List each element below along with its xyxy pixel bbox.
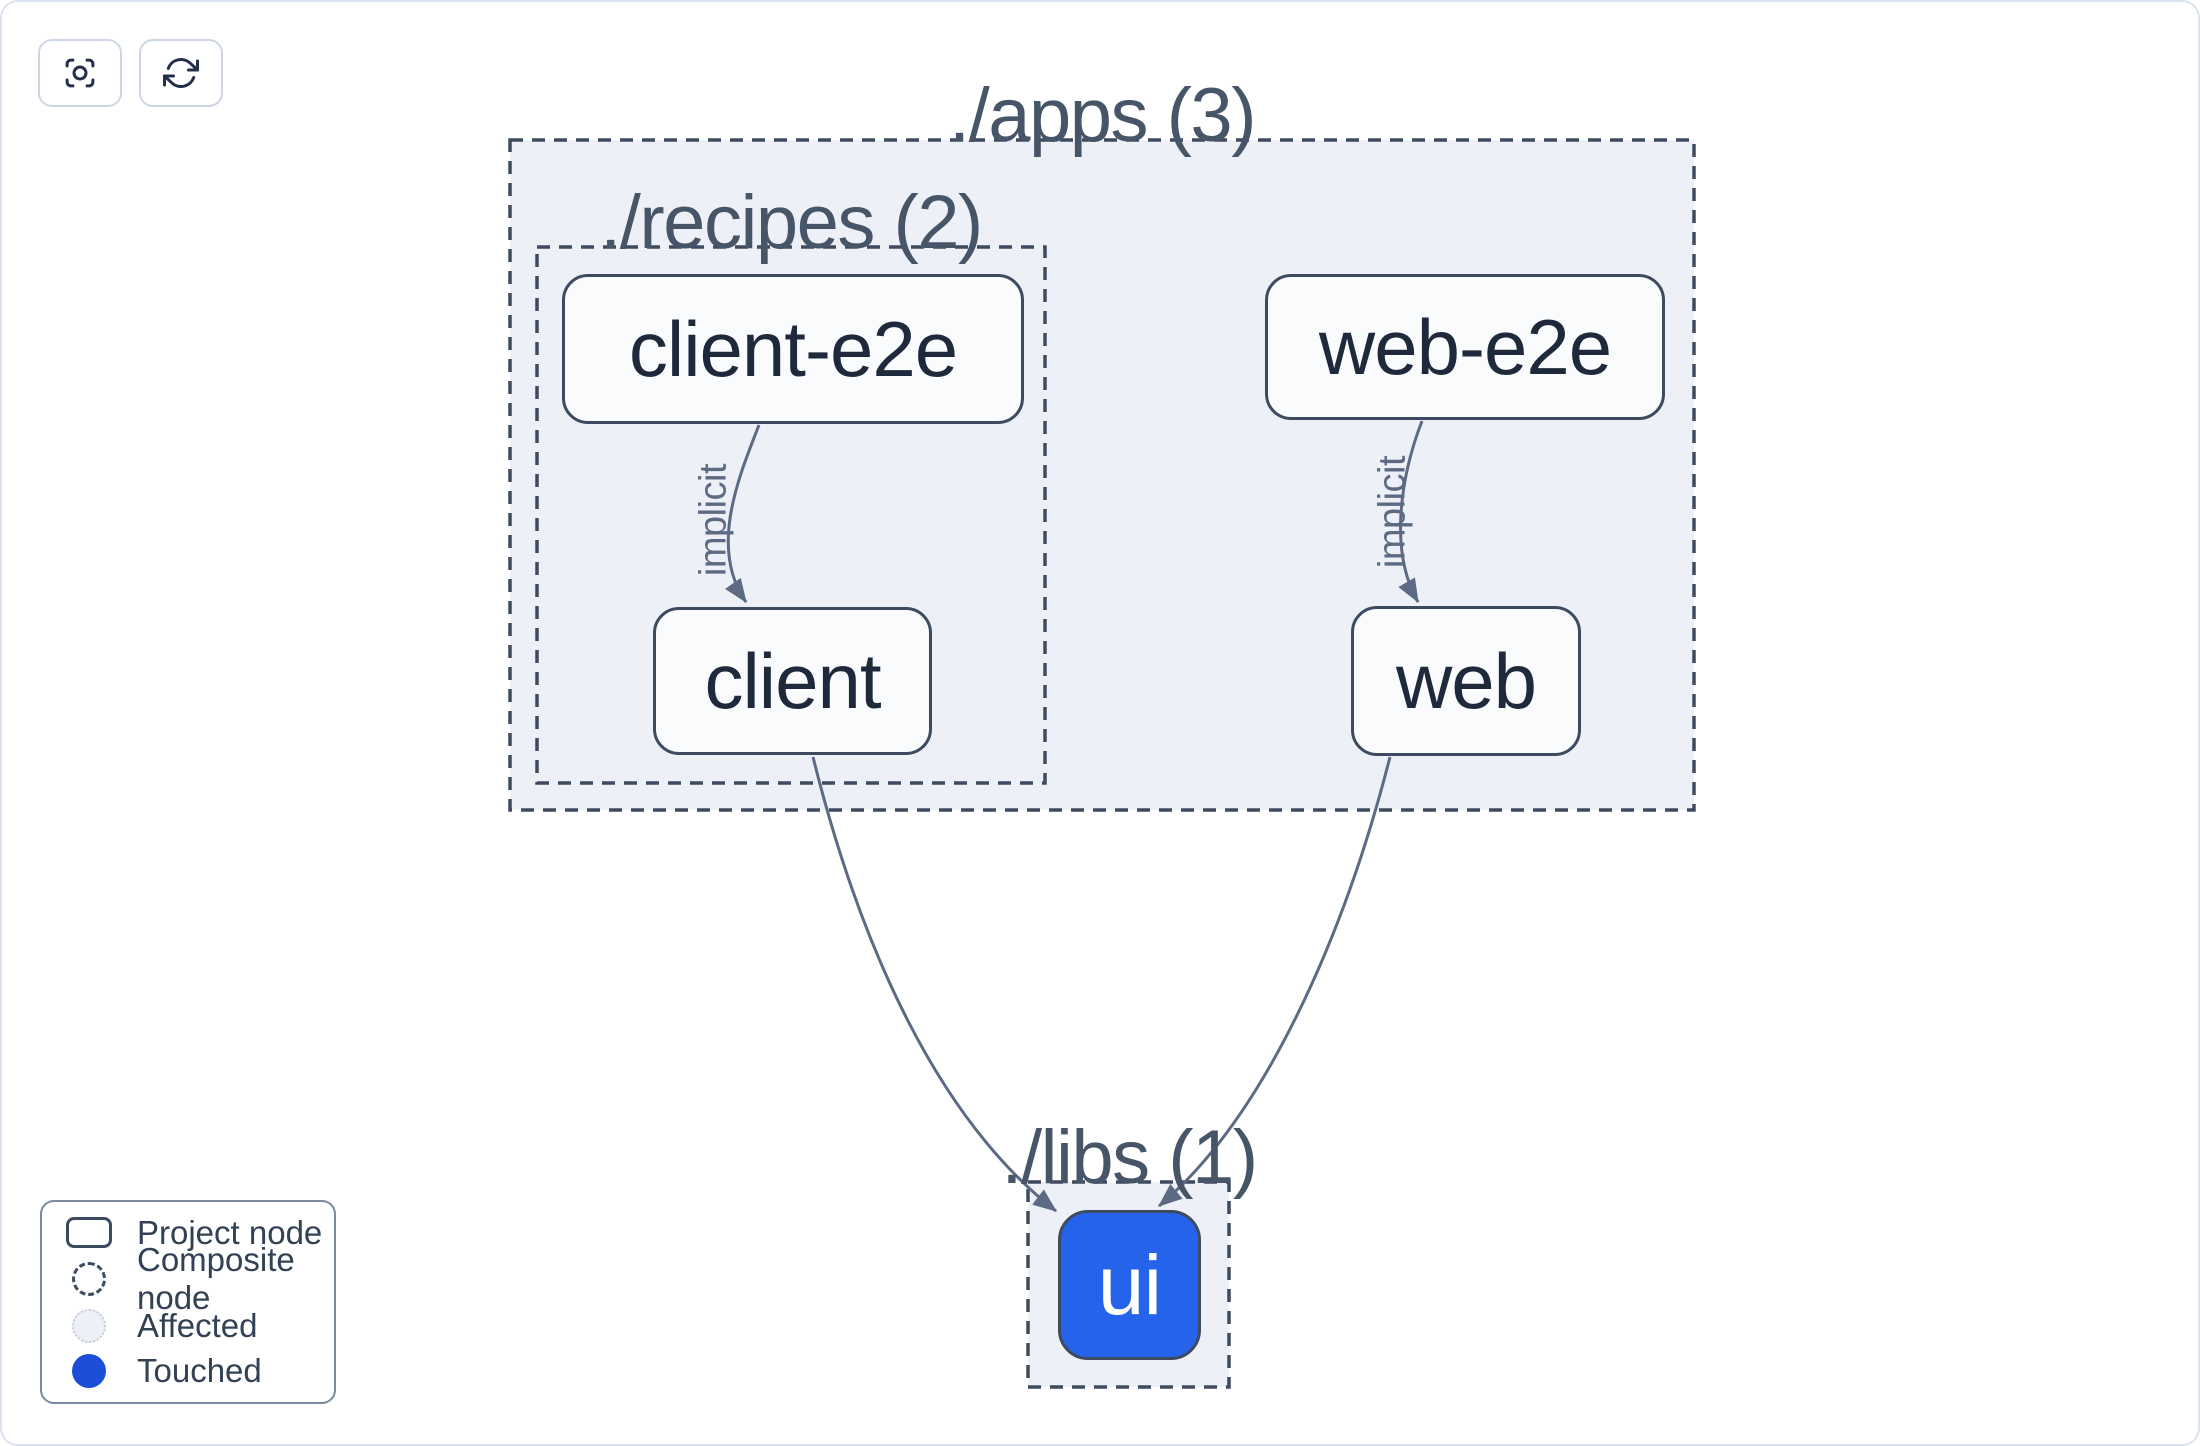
edge-client-to-ui[interactable] [811, 756, 1057, 1213]
node-client[interactable]: client [653, 607, 932, 755]
edge-client-e2e-to-client[interactable] [725, 424, 761, 603]
affected-icon [66, 1308, 112, 1343]
legend-label: Project node [137, 1213, 323, 1251]
node-label: ui [1097, 1237, 1162, 1332]
node-web-e2e[interactable]: web-e2e [1265, 274, 1665, 420]
legend-item-composite-node: Composite node [42, 1241, 334, 1316]
node-ui[interactable]: ui [1058, 1210, 1201, 1360]
refresh-icon [163, 55, 199, 91]
node-label: web-e2e [1318, 302, 1612, 391]
node-client-e2e[interactable]: client-e2e [562, 274, 1024, 424]
node-label: client [704, 636, 881, 725]
node-label: client-e2e [628, 304, 958, 393]
group-label-apps: ./apps (3) [948, 73, 1257, 158]
legend-label: Touched [137, 1352, 262, 1390]
legend-label: Affected [137, 1306, 258, 1344]
group-label-libs: ./libs (1) [1001, 1115, 1258, 1200]
legend-label: Composite node [137, 1241, 295, 1317]
edge-web-to-ui[interactable] [1158, 756, 1392, 1208]
toolbar [38, 39, 223, 107]
edge-web-e2e-to-web[interactable] [1398, 420, 1424, 604]
focus-button[interactable] [38, 39, 122, 107]
node-web[interactable]: web [1351, 606, 1581, 756]
edge-label-implicit-client: implicit [692, 463, 735, 577]
scan-target-icon [62, 55, 98, 91]
project-node-icon [66, 1217, 112, 1249]
node-label: web [1395, 636, 1537, 725]
legend-panel: Project node Composite node Affected Tou… [40, 1200, 336, 1404]
legend-item-touched: Touched [42, 1348, 334, 1394]
edge-label-implicit-web: implicit [1371, 455, 1414, 569]
legend-item-project-node: Project node [42, 1210, 334, 1256]
legend-item-affected: Affected [42, 1303, 334, 1349]
group-label-recipes: ./recipes (2) [600, 180, 983, 265]
composite-node-icon [66, 1262, 112, 1297]
touched-icon [66, 1354, 112, 1389]
refresh-button[interactable] [139, 39, 223, 107]
